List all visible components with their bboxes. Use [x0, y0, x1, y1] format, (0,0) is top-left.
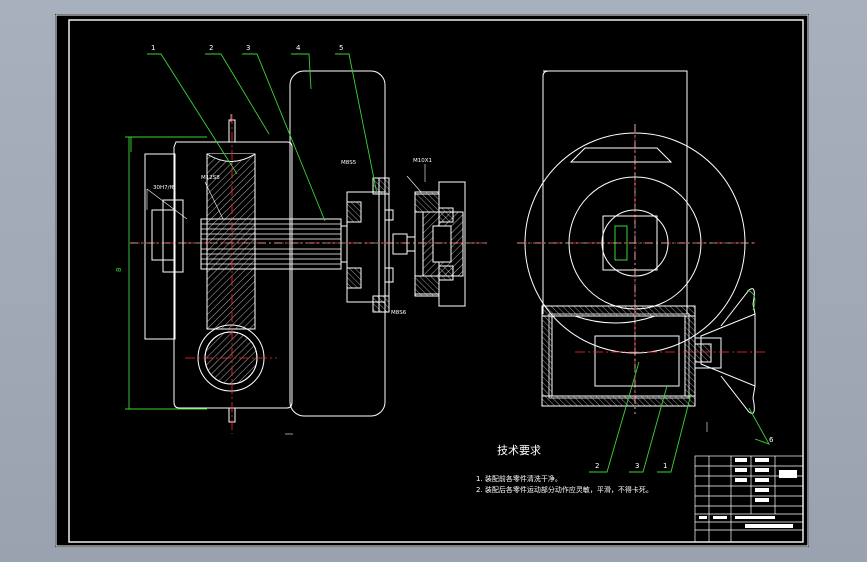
leader-label-5: 5 [339, 44, 343, 52]
gearbox [541, 305, 696, 407]
right-elevation-view [524, 70, 756, 414]
fit-label-m10: M10X1 [413, 158, 432, 164]
fit-label-m12: M12S8 [201, 175, 220, 181]
leader-label-2: 2 [209, 44, 213, 52]
leader-label-4: 4 [296, 44, 301, 52]
fit-label-m8s5: M8S5 [341, 160, 357, 166]
crank-arm [206, 153, 256, 330]
leader-lines [147, 53, 770, 473]
leader-label-3: 3 [246, 44, 250, 52]
left-section-view: 8 [115, 70, 466, 423]
leader-label-r3: 3 [635, 462, 639, 470]
inner-frame [68, 19, 804, 543]
wheel-slab [289, 70, 386, 417]
title-block-fill [699, 458, 797, 528]
leader-label-1: 1 [151, 44, 155, 52]
gear-hub [569, 147, 673, 163]
technical-notes: 技术要求 1. 装配前各零件清洗干净。 2. 装配后各零件运动部分动作应灵敏，平… [476, 444, 653, 494]
leader-label-r2: 2 [595, 462, 599, 470]
leader-label-r6: 6 [769, 436, 774, 444]
notes-line-2: 2. 装配后各零件运动部分动作应灵敏，平滑，不得卡死。 [476, 485, 653, 494]
outer-frame [55, 14, 809, 547]
housing-body [173, 141, 293, 409]
leader-label-r1: 1 [663, 462, 667, 470]
notes-heading: 技术要求 [497, 444, 541, 457]
svg-text:8: 8 [115, 268, 123, 272]
left-bracket [144, 153, 176, 340]
notes-line-1: 1. 装配前各零件清洗干净。 [476, 474, 562, 483]
drawing-sheet: 8 [55, 14, 809, 547]
fit-label-30h7: 30H7/f6 [153, 185, 175, 191]
fit-label-m8s6: M8S6 [391, 310, 407, 316]
title-block [694, 455, 804, 543]
cad-drawing: 8 [55, 14, 809, 547]
